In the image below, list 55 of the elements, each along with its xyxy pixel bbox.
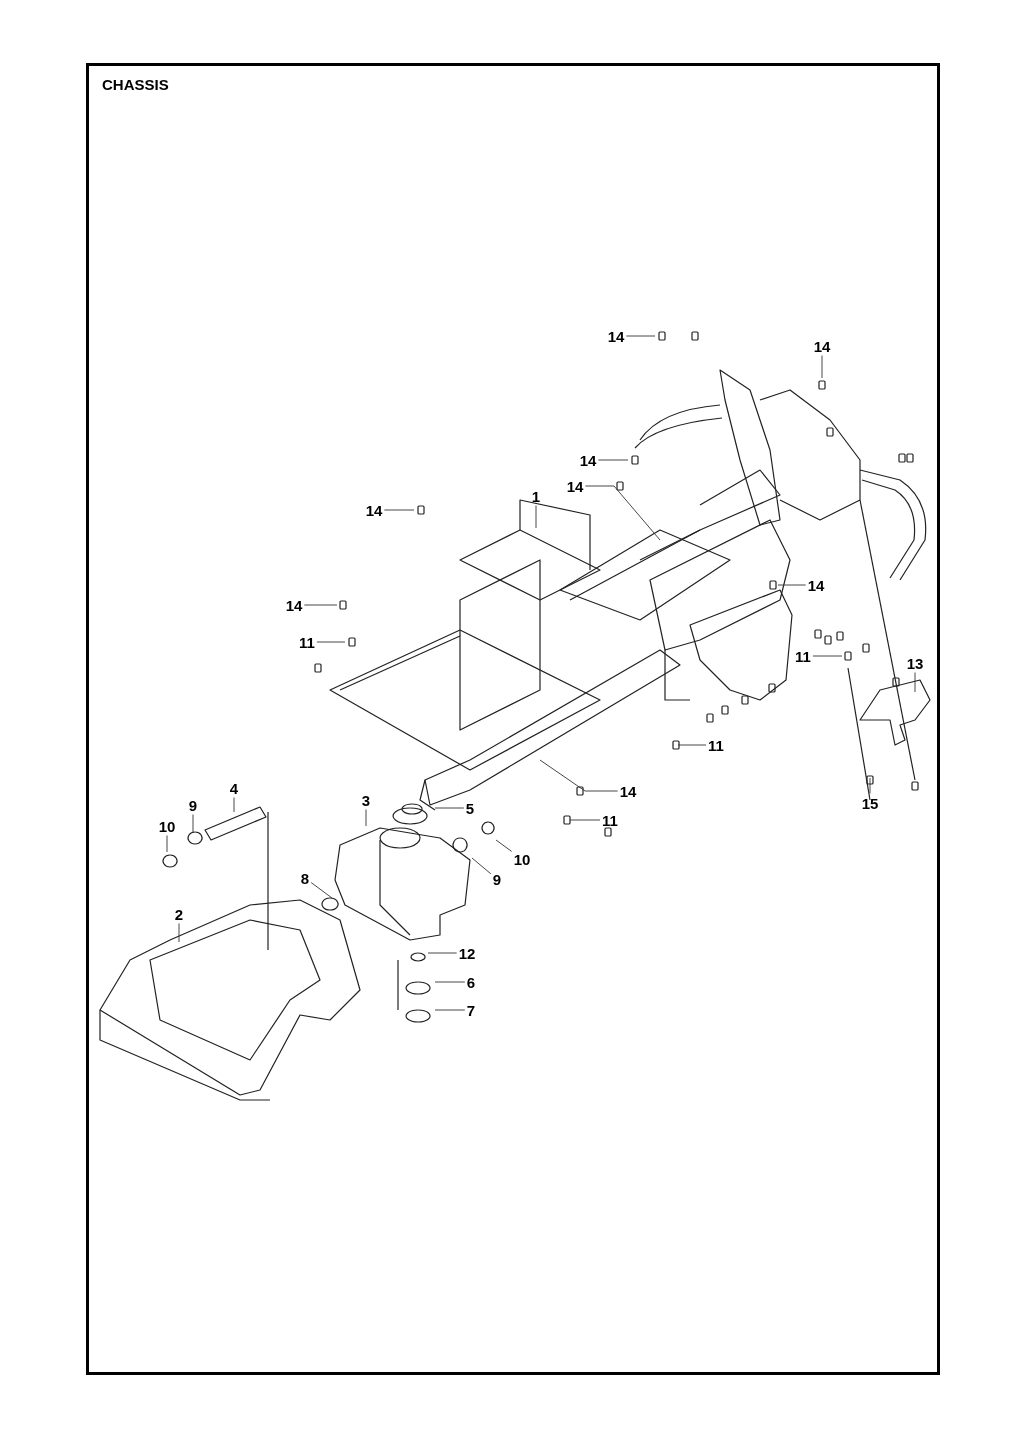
leader-line [427,952,458,954]
callout-number: 14 [285,596,303,614]
diagram-title: CHASSIS [102,76,169,93]
callout-number: 12 [458,944,476,962]
callout-number: 14 [607,327,625,345]
callout-number: 14 [365,501,383,519]
leader-line [535,505,537,529]
callout-number: 2 [174,905,184,923]
callout-number: 15 [861,794,879,812]
callout-number: 14 [619,782,637,800]
leader-line [365,809,367,827]
callout-number: 1 [531,487,541,505]
callout-number: 6 [466,973,476,991]
callout-number: 11 [602,811,618,829]
callout-number: 11 [795,647,811,665]
callout-number: 8 [300,869,310,887]
callout-number: 9 [188,796,198,814]
callout-number: 4 [229,779,239,797]
leader-line [471,857,492,875]
callout-number: 11 [708,736,724,754]
leader-line [192,814,194,833]
leader-line [914,672,916,693]
leader-line [869,777,871,794]
callout-number: 9 [492,870,502,888]
callout-number: 11 [299,633,315,651]
leader-line [539,759,619,792]
leader-line [495,839,513,852]
leader-line [434,981,466,983]
leader-line [316,641,346,643]
leader-line [310,882,333,899]
callout-number: 3 [361,791,371,809]
leader-line [166,835,168,853]
leader-line [233,797,235,813]
callout-number: 14 [566,477,584,495]
leader-line [677,744,707,746]
callout-number: 14 [579,451,597,469]
leader-line [812,655,843,657]
leader-line [821,355,823,379]
leader-line [383,509,415,511]
callout-number: 10 [513,850,531,868]
callout-number: 14 [813,337,831,355]
leader-line [569,819,601,821]
callout-number: 13 [906,654,924,672]
leader-line [434,807,465,809]
callout-number: 10 [158,817,176,835]
leader-line [178,923,180,943]
callout-number: 7 [466,1001,476,1019]
leader-line [625,335,656,337]
leader-line [777,584,807,586]
callout-number: 5 [465,799,475,817]
leader-line [584,485,661,541]
leader-line [597,459,629,461]
leader-line [434,1009,466,1011]
callout-number: 14 [807,576,825,594]
leader-line [303,604,338,606]
